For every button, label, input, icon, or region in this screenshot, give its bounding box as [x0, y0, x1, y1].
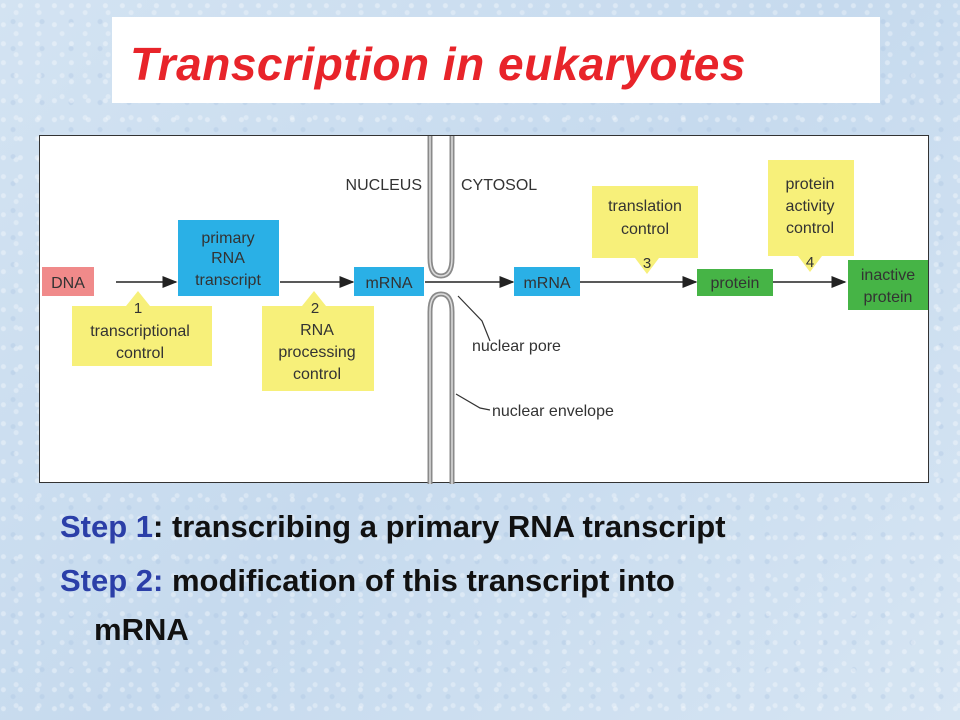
nuclear-pore-pointer: nuclear pore: [457, 295, 561, 355]
nuclear-pore-label: nuclear pore: [472, 338, 561, 355]
step-1: Step 1: transcribing a primary RNA trans…: [60, 500, 940, 554]
control-callout-1: 1 transcriptional control: [72, 291, 212, 366]
control-1-line1: transcriptional: [90, 323, 190, 340]
control-2-line3: control: [293, 366, 341, 383]
nuclear-envelope-label: nuclear envelope: [492, 403, 614, 420]
control-2-number: 2: [311, 300, 319, 317]
transcription-diagram: NUCLEUS CYTOSOL DNA primary RNA transcri…: [39, 135, 929, 484]
control-1-number: 1: [134, 300, 142, 317]
primary-transcript-node: primary RNA transcript: [178, 220, 279, 296]
dna-node: DNA: [42, 267, 94, 296]
steps-list: Step 1: transcribing a primary RNA trans…: [60, 500, 940, 652]
control-callout-3: translation control 3: [592, 186, 698, 274]
control-callout-2: 2 RNA processing control: [262, 291, 374, 391]
mrna-cytosol-label: mRNA: [523, 275, 570, 292]
nuclear-envelope-pointer: nuclear envelope: [455, 393, 614, 420]
control-4-number: 4: [806, 254, 814, 271]
primary-label-line3: transcript: [195, 272, 261, 289]
control-4-line1: protein: [786, 176, 835, 193]
step-1-text: : transcribing a primary RNA transcript: [153, 509, 726, 544]
step-2-text: modification of this transcript into: [163, 563, 675, 598]
mrna-nucleus-label: mRNA: [365, 275, 412, 292]
control-3-line1: translation: [608, 198, 682, 215]
control-1-line2: control: [116, 345, 164, 362]
protein-node: protein: [697, 269, 773, 296]
mrna-nucleus-node: mRNA: [354, 267, 424, 296]
title-banner: Transcription in eukaryotes: [112, 17, 880, 103]
control-2-line2: processing: [278, 344, 355, 361]
control-2-line1: RNA: [300, 322, 334, 339]
step-2-label: Step 2:: [60, 563, 164, 598]
control-3-number: 3: [643, 255, 651, 272]
step-1-label: Step 1: [60, 509, 154, 544]
diagram-svg: NUCLEUS CYTOSOL DNA primary RNA transcri…: [42, 136, 928, 484]
step-2-continuation: mRNA: [94, 612, 189, 647]
slide-title: Transcription in eukaryotes: [130, 38, 746, 90]
control-4-line3: control: [786, 220, 834, 237]
primary-label-line2: RNA: [211, 250, 245, 267]
control-callout-4: protein activity control 4: [768, 160, 854, 272]
control-3-line2: control: [621, 221, 669, 238]
inactive-label-line2: protein: [864, 289, 913, 306]
control-4-line2: activity: [786, 198, 835, 215]
inactive-protein-node: inactive protein: [848, 260, 928, 310]
nuclear-envelope: [427, 136, 455, 484]
dna-label: DNA: [51, 275, 85, 292]
protein-label: protein: [711, 275, 760, 292]
inactive-label-line1: inactive: [861, 267, 915, 284]
mrna-cytosol-node: mRNA: [514, 267, 580, 296]
nucleus-label: NUCLEUS: [346, 177, 422, 194]
cytosol-label: CYTOSOL: [461, 177, 537, 194]
primary-label-line1: primary: [201, 230, 254, 247]
step-2: Step 2: modification of this transcript …: [60, 554, 940, 652]
